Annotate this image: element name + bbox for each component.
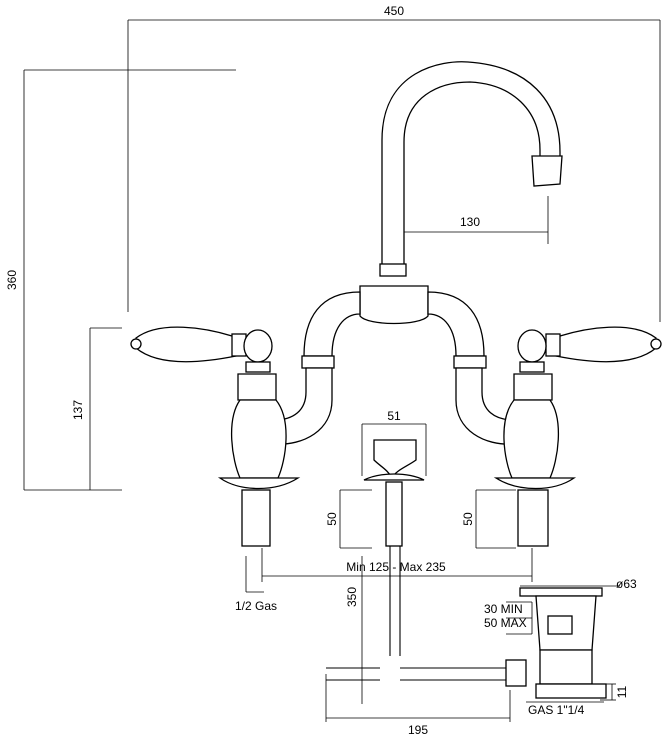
spout xyxy=(381,61,563,271)
dim-waste-thread: GAS 1"1/4 xyxy=(528,703,585,717)
dim-waste-diameter: ø63 xyxy=(616,577,637,591)
dim-tail-left: 50 xyxy=(325,512,339,526)
dim-tail-right: 50 xyxy=(461,512,475,526)
dim-centres-range: Min 125 - Max 235 xyxy=(346,560,446,574)
dim-overall-width: 450 xyxy=(384,4,404,18)
center-popup xyxy=(363,439,425,656)
dim-waste-outlet: 11 xyxy=(615,685,629,698)
dim-thread: 1/2 Gas xyxy=(235,599,277,613)
dim-waste-max: 50 MAX xyxy=(484,616,527,630)
dim-overall-height: 360 xyxy=(5,270,19,290)
dimension-labels: 450 360 137 130 51 50 50 Min 125 - Max 2… xyxy=(5,4,637,737)
dim-waste-min: 30 MIN xyxy=(484,602,523,616)
waste xyxy=(326,587,607,699)
dim-pop-up-rod: 350 xyxy=(345,587,359,607)
dim-handle-height: 137 xyxy=(71,400,85,420)
right-valve xyxy=(493,326,662,547)
dim-waste-width: 195 xyxy=(408,723,428,737)
left-valve xyxy=(130,326,301,547)
dim-valve-width: 51 xyxy=(387,409,401,423)
bridge xyxy=(273,263,515,445)
dimension-lines xyxy=(23,19,661,722)
dim-spout-reach: 130 xyxy=(460,215,480,229)
